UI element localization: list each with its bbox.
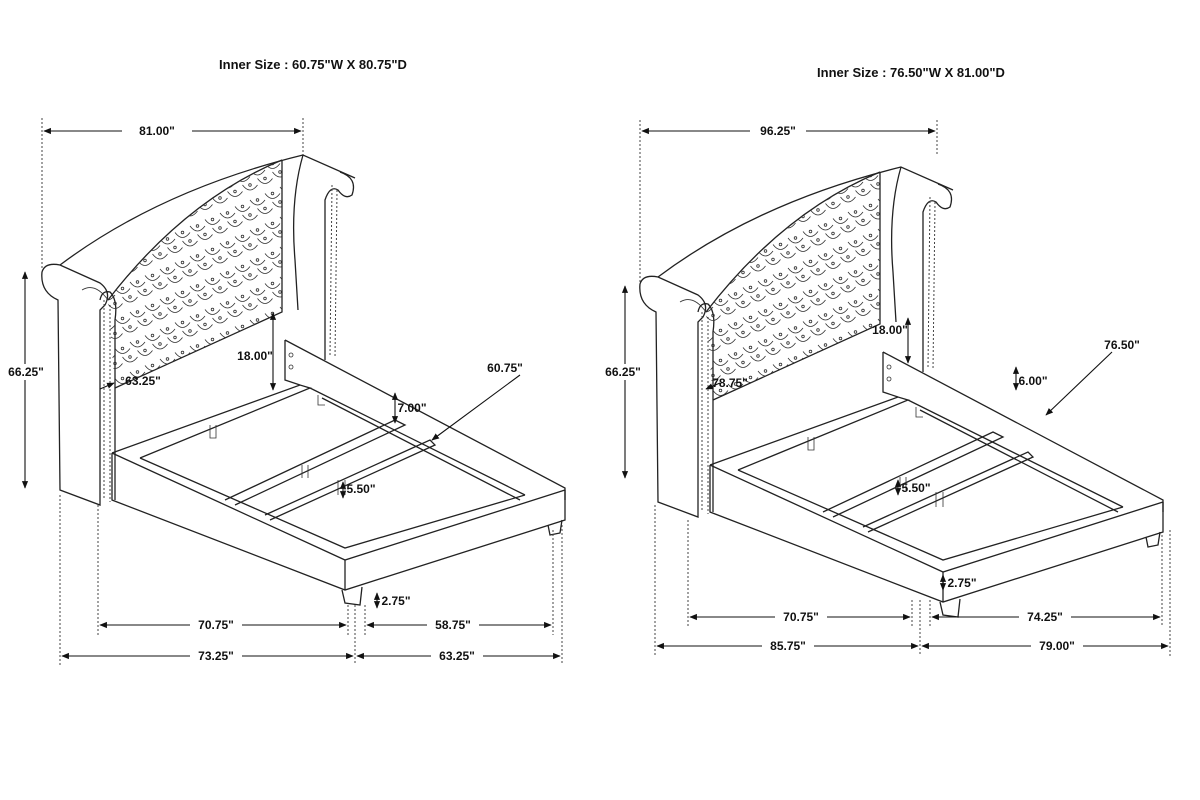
right-overall-width-label: 79.00" [1039, 639, 1075, 653]
left-height-label: 66.25" [8, 365, 44, 379]
left-overall-width-label: 63.25" [439, 649, 475, 663]
right-rail-height-label: 6.00" [1018, 374, 1047, 388]
right-leg-height-label: 2.75" [947, 576, 976, 590]
left-inner-width-label: 60.75" [487, 361, 523, 375]
right-overall-length-label: 85.75" [770, 639, 806, 653]
right-inner-length-label: 70.75" [783, 610, 819, 624]
left-leg-height-label: 2.75" [381, 594, 410, 608]
right-bed-drawing [640, 86, 1163, 617]
right-width-label: 96.25" [760, 124, 796, 138]
right-height-label: 66.25" [605, 365, 641, 379]
right-panel-width-label: 78.75" [712, 376, 748, 390]
right-inner-width-label: 76.50" [1104, 338, 1140, 352]
left-rail-height-label: 7.00" [397, 401, 426, 415]
right-bed-diagram: Inner Size : 76.50"W X 81.00"D 96.25" 66… [602, 65, 1171, 656]
left-inner-size-title: Inner Size : 60.75"W X 80.75"D [219, 57, 407, 72]
left-bed-diagram: Inner Size : 60.75"W X 80.75"D 81.00" 66… [5, 57, 565, 665]
left-overall-length-label: 73.25" [198, 649, 234, 663]
left-frame-width-label: 58.75" [435, 618, 471, 632]
right-slat-height-label: 5.50" [901, 481, 930, 495]
left-panel-width-label: 63.25" [125, 374, 161, 388]
right-frame-width-label: 74.25" [1027, 610, 1063, 624]
left-bed-drawing [42, 74, 565, 605]
right-inner-size-title: Inner Size : 76.50"W X 81.00"D [817, 65, 1005, 80]
left-clearance-label: 18.00" [237, 349, 273, 363]
left-width-label: 81.00" [139, 124, 175, 138]
right-clearance-label: 18.00" [872, 323, 908, 337]
left-slat-height-label: 5.50" [346, 482, 375, 496]
left-inner-length-label: 70.75" [198, 618, 234, 632]
